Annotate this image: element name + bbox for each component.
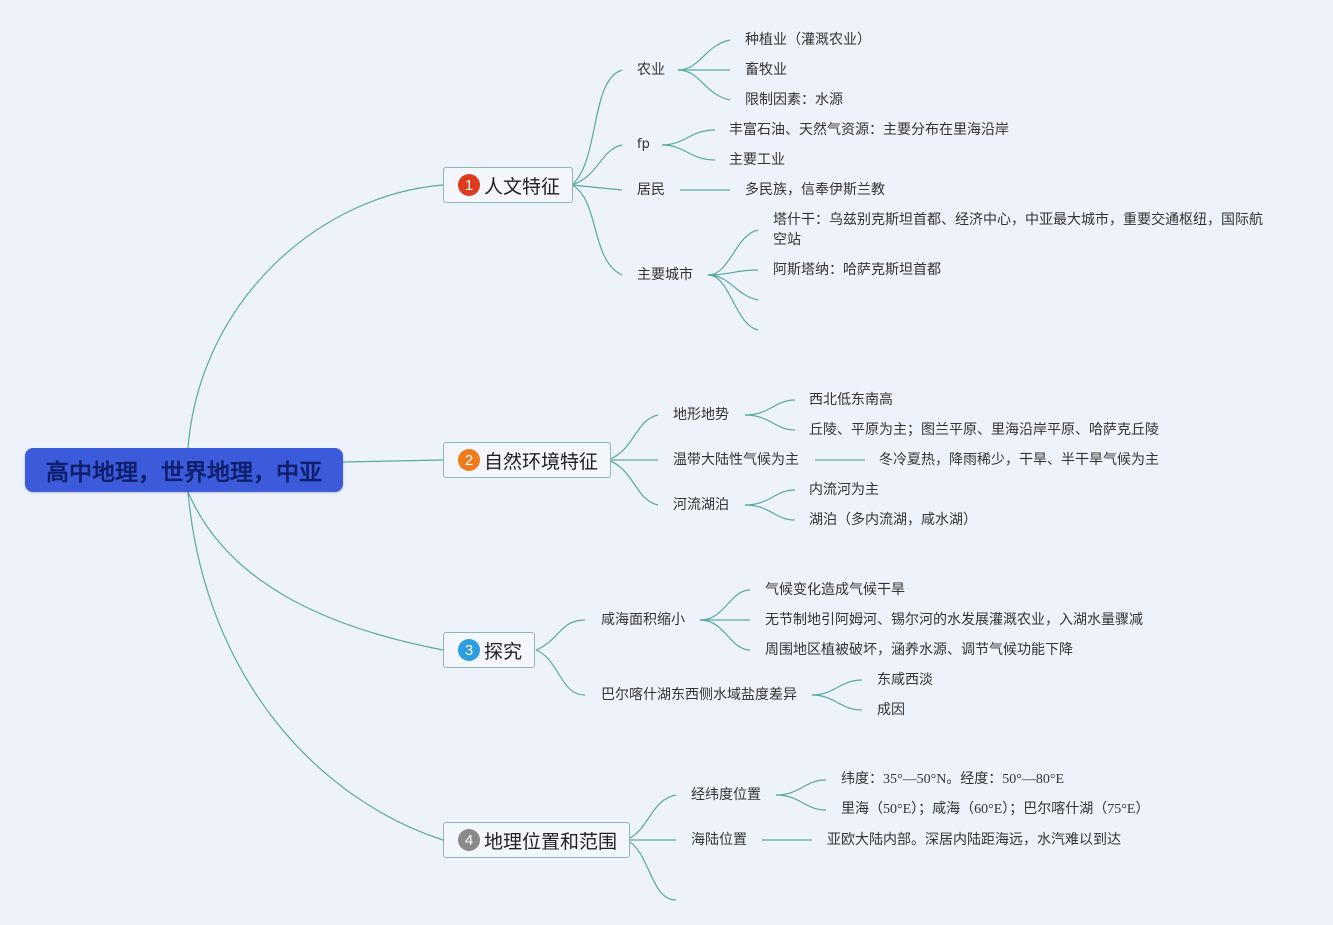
number-badge-icon: 1 (458, 174, 480, 196)
subtopic[interactable]: 里海（50°E）；咸海（60°E）；巴尔喀什湖（75°E） (841, 802, 1150, 817)
subtopic[interactable]: 西北低东南高 (809, 392, 893, 408)
topic-rivers-lakes[interactable]: 河流湖泊 (673, 497, 729, 513)
branch-label: 自然环境特征 (484, 450, 599, 473)
subtopic[interactable]: 限制因素：水源 (745, 92, 843, 108)
subtopic[interactable]: 塔什干：乌兹别克斯坦首都、经济中心，中亚最大城市，重要交通枢纽，国际航空站 (773, 212, 1263, 248)
number-badge-icon: 2 (458, 449, 480, 471)
root-topic-label: 高中地理，世界地理，中亚 (46, 460, 322, 486)
branch-inquiry[interactable]: 3 探究 (443, 632, 536, 668)
topic-aral-shrink[interactable]: 咸海面积缩小 (601, 612, 685, 628)
branch-label: 地理位置和范围 (484, 830, 618, 853)
topic-lat-lon[interactable]: 经纬度位置 (691, 787, 761, 803)
topic-major-cities[interactable]: 主要城市 (637, 267, 693, 283)
topic-residents[interactable]: 居民 (637, 182, 665, 198)
subtopic[interactable]: 东咸西淡 (877, 672, 933, 688)
topic-terrain[interactable]: 地形地势 (673, 407, 729, 423)
subtopic[interactable]: 冬冷夏热，降雨稀少，干旱、半干旱气候为主 (879, 452, 1159, 468)
subtopic[interactable]: 畜牧业 (745, 62, 787, 78)
topic-balkhash-salinity[interactable]: 巴尔喀什湖东西侧水域盐度差异 (601, 687, 797, 703)
subtopic[interactable]: 气候变化造成气候干旱 (765, 582, 905, 598)
topic-agriculture[interactable]: 农业 (637, 62, 665, 78)
topic-sea-land[interactable]: 海陆位置 (691, 832, 747, 848)
branch-human-features[interactable]: 1 人文特征 (443, 167, 574, 203)
topic-climate[interactable]: 温带大陆性气候为主 (673, 452, 799, 468)
topic-fp[interactable]: fp (637, 137, 650, 152)
subtopic[interactable]: 亚欧大陆内部。深居内陆距海远，水汽难以到达 (827, 832, 1121, 848)
subtopic[interactable]: 种植业（灌溉农业） (745, 32, 871, 48)
subtopic[interactable]: 内流河为主 (809, 482, 879, 498)
number-badge-icon: 4 (458, 829, 480, 851)
number-badge-icon: 3 (458, 639, 480, 661)
subtopic[interactable]: 丰富石油、天然气资源：主要分布在里海沿岸 (729, 122, 1009, 138)
branch-location-range[interactable]: 4 地理位置和范围 (443, 822, 631, 858)
subtopic[interactable]: 纬度：35°—50°N。经度：50°—80°E (841, 772, 1065, 787)
branch-natural-environment[interactable]: 2 自然环境特征 (443, 442, 612, 478)
branch-label: 探究 (484, 640, 523, 663)
subtopic[interactable]: 阿斯塔纳：哈萨克斯坦首都 (773, 262, 941, 278)
subtopic[interactable]: 湖泊（多内流湖，咸水湖） (809, 512, 977, 528)
subtopic[interactable]: 主要工业 (729, 152, 785, 168)
branch-label: 人文特征 (484, 175, 561, 198)
subtopic[interactable]: 无节制地引阿姆河、锡尔河的水发展灌溉农业，入湖水量骤减 (765, 612, 1143, 628)
root-topic[interactable]: 高中地理，世界地理，中亚 (25, 448, 343, 492)
subtopic[interactable]: 多民族，信奉伊斯兰教 (745, 182, 885, 198)
subtopic[interactable]: 成因 (877, 702, 905, 718)
subtopic[interactable]: 丘陵、平原为主；图兰平原、里海沿岸平原、哈萨克丘陵 (809, 422, 1159, 438)
subtopic[interactable]: 周围地区植被破坏，涵养水源、调节气候功能下降 (765, 642, 1073, 658)
